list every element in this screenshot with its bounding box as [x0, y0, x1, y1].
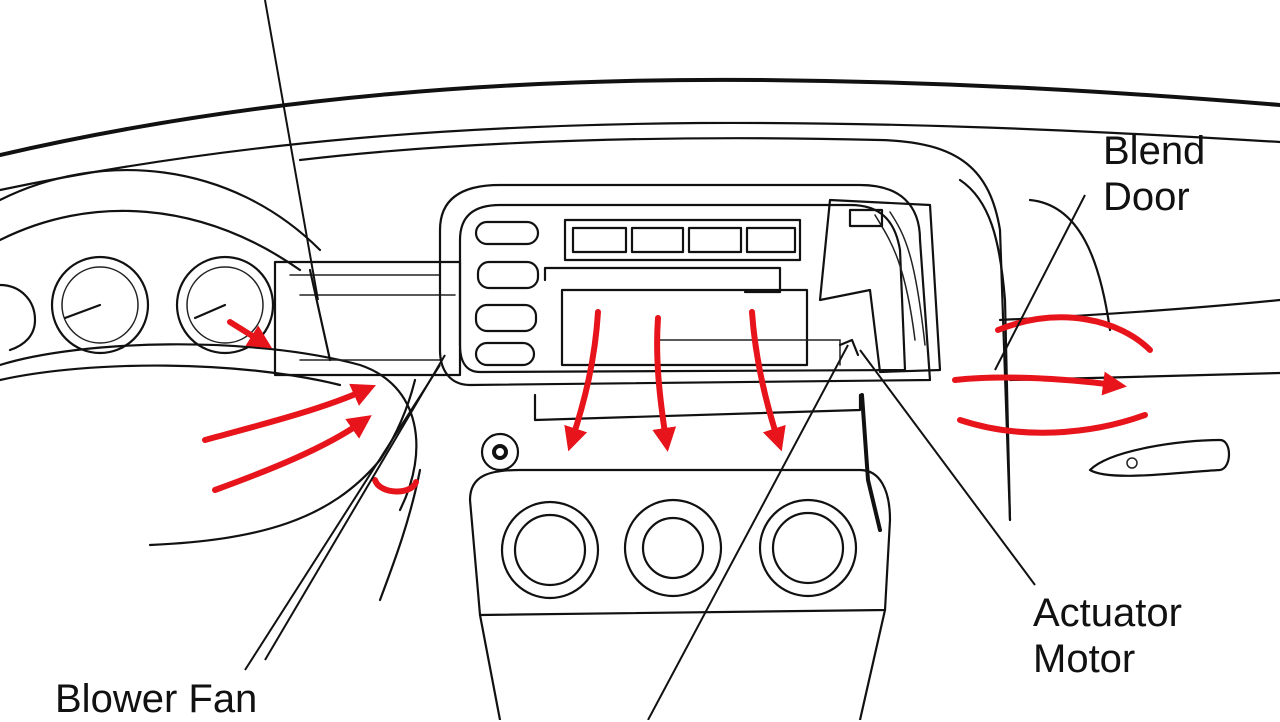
vent-slot-4: [474, 341, 536, 367]
right-dash-line-1: [958, 178, 1012, 522]
gauge-right: [175, 255, 275, 355]
gauge-left: [50, 255, 150, 355]
dash-top-line: [0, 121, 1280, 192]
console-lower: [478, 608, 887, 720]
actuator-cable-2: [889, 211, 926, 346]
windshield-edge: [0, 77, 1280, 157]
label-blend-door-line1: Blend: [1103, 129, 1206, 173]
leader-top: [264, 0, 319, 301]
airflow-arrow-down-center: [652, 315, 677, 452]
steering-wheel-inner: [0, 364, 342, 387]
hvac-dial-left: [500, 500, 600, 600]
hvac-dial-center: [623, 498, 723, 598]
actuator-cable-1: [874, 214, 916, 341]
door-handle: [1088, 438, 1231, 477]
leader-bottom-center: [647, 344, 849, 720]
label-blower-fan: Blower Fan: [55, 676, 257, 722]
actuator-connector: [848, 208, 884, 228]
steering-wheel-rim: [0, 343, 418, 512]
leader-blower-fan: [244, 364, 441, 671]
leader-blend-door: [994, 194, 1086, 371]
actuator-linkage: [838, 338, 860, 357]
airflow-arrow-right-bottom: [957, 412, 1148, 436]
label-actuator-motor-line2: Motor: [1033, 637, 1136, 681]
label-actuator-motor-line1: Actuator: [1033, 591, 1182, 635]
left-dash-bracket: [289, 274, 456, 361]
airflow-arrow-right-top: [995, 314, 1153, 353]
actuator-housing: [818, 198, 942, 374]
airflow-arrow-down-right: [749, 309, 786, 452]
console-knob-center: [492, 444, 508, 460]
hvac-dial-right: [758, 498, 858, 598]
duct-pipe: [860, 393, 882, 532]
airflow-arrow-right-middle: [952, 371, 1127, 396]
center-display: [560, 288, 809, 367]
dash-upper-curve: [298, 137, 1012, 522]
left-dash-panel: [273, 260, 462, 377]
center-bezel-inner: [458, 203, 907, 374]
label-actuator-motor: Actuator Motor: [1033, 590, 1182, 682]
display-inner-line: [659, 339, 841, 366]
left-dash-stalk: [308, 268, 332, 362]
label-blend-door-line2: Door: [1103, 175, 1190, 219]
gauge-far-left: [0, 283, 37, 352]
airflow-arrow-gauge: [227, 319, 273, 349]
vent-slot-2: [476, 260, 540, 290]
control-button-row: [563, 218, 802, 262]
center-bezel-outer: [438, 183, 932, 387]
leader-blower-fan-2: [264, 354, 446, 661]
cluster-hood: [0, 168, 322, 252]
airflow-swirl: [372, 477, 419, 495]
console-body: [468, 468, 892, 617]
vent-slot-3: [474, 303, 538, 333]
airflow-arrow-left-lower: [212, 415, 372, 493]
leader-lines: [244, 0, 1086, 720]
airflow-arrow-down-left: [564, 309, 601, 452]
leader-actuator-motor: [859, 349, 1036, 586]
console-top-edge: [533, 393, 862, 422]
label-blower-fan-text: Blower Fan: [55, 677, 258, 721]
door-panel-edge: [1028, 198, 1112, 332]
steering-column: [148, 378, 417, 547]
label-blend-door: Blend Door: [1103, 128, 1205, 220]
vent-slot-1: [474, 220, 540, 246]
display-handle: [543, 266, 782, 294]
airflow-arrow-left-upper: [202, 383, 376, 443]
console-knob: [480, 432, 520, 472]
cluster-hood-inner: [0, 209, 302, 272]
airflow-arrows: [202, 309, 1153, 495]
